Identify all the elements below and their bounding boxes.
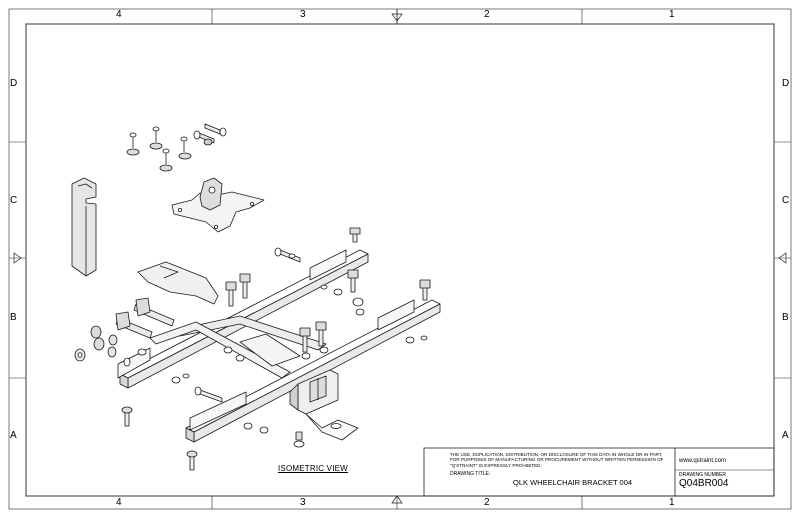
drawing-title-label: DRAWING TITLE:: [450, 471, 491, 477]
zone-col-top-4: 4: [116, 9, 122, 20]
leveling-feet: [126, 126, 192, 172]
view-label: ISOMETRIC VIEW: [278, 464, 348, 473]
zone-row-left-b: B: [10, 312, 17, 323]
zone-row-right-c: C: [782, 195, 790, 206]
cross-bars: [149, 315, 327, 379]
lower-rail: [185, 299, 441, 443]
hinge-bracket: [289, 369, 359, 441]
drawing-number-label: DRAWING NUMBER: [679, 472, 727, 478]
zone-ticks: [9, 9, 791, 509]
vertical-bolts: [121, 227, 431, 471]
title-block: [423, 447, 775, 497]
outer-border: [8, 8, 792, 510]
zone-col-bottom-1: 1: [669, 497, 675, 508]
zone-row-right-a: A: [782, 430, 789, 441]
zone-row-left-c: C: [10, 195, 18, 206]
zone-col-top-1: 1: [669, 9, 675, 20]
zone-col-bottom-4: 4: [116, 497, 122, 508]
zone-col-top-3: 3: [300, 9, 306, 20]
zone-row-right-b: B: [782, 312, 789, 323]
website: www.qstraint.com: [679, 458, 727, 464]
zone-row-left-d: D: [10, 78, 18, 89]
chevron-bracket: [137, 261, 219, 305]
slotted-plate: [71, 177, 97, 277]
drawing-number: Q04BR004: [679, 478, 729, 489]
long-bolts: [115, 297, 175, 339]
nuts-washers: [74, 325, 147, 367]
proprietary-notice: THE USE, DUPLICATION, DISTRIBUTION, OR D…: [450, 452, 664, 468]
inner-border: [25, 23, 775, 497]
isometric-view: [71, 123, 441, 471]
drawing-title: QLK WHEELCHAIR BRACKET 004: [513, 478, 633, 487]
zone-col-bottom-3: 3: [300, 497, 306, 508]
pivot-hole: [208, 186, 216, 194]
zone-row-left-a: A: [10, 430, 17, 441]
zone-col-bottom-2: 2: [484, 497, 490, 508]
zone-row-right-d: D: [782, 78, 790, 89]
zone-col-top-2: 2: [484, 9, 490, 20]
washers: [171, 253, 428, 434]
centering-marks: [13, 9, 787, 504]
small-bolts: [193, 123, 227, 146]
